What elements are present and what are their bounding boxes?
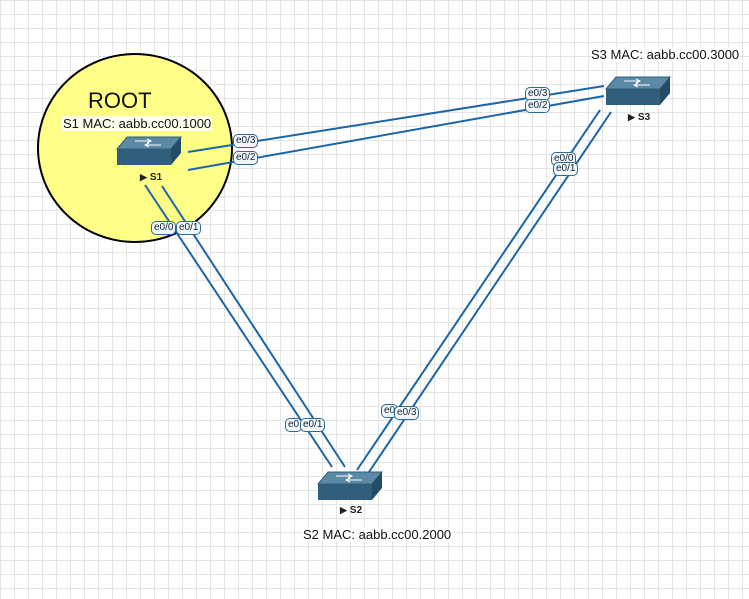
- s2-name: ▶S2: [340, 505, 363, 516]
- s3-name: ▶S3: [628, 112, 651, 123]
- s3-mac-label: S3 MAC: aabb.cc00.3000: [590, 47, 741, 62]
- play-icon: ▶: [628, 112, 635, 122]
- s2-mac-label: S2 MAC: aabb.cc00.2000: [302, 527, 453, 542]
- port-s3-e01[interactable]: e0/1: [553, 162, 579, 176]
- port-s1-e03[interactable]: e0/3: [233, 134, 259, 148]
- links: [144, 85, 612, 473]
- play-icon: ▶: [340, 505, 347, 515]
- port-s1-e02[interactable]: e0/2: [233, 151, 259, 165]
- root-label: ROOT: [88, 88, 152, 113]
- port-s2-e03[interactable]: e0/3: [394, 406, 420, 420]
- switch-s3[interactable]: [604, 76, 672, 105]
- play-icon: ▶: [140, 172, 147, 182]
- switch-s2[interactable]: [316, 471, 384, 500]
- port-s1-e01[interactable]: e0/1: [176, 221, 202, 235]
- switch-s1[interactable]: [115, 136, 183, 165]
- port-s2-e01[interactable]: e0/1: [300, 418, 326, 432]
- s1-mac-label: S1 MAC: aabb.cc00.1000: [62, 116, 213, 131]
- s1-name: ▶S1: [140, 172, 163, 183]
- port-s3-e02[interactable]: e0/2: [525, 99, 551, 113]
- port-s1-e00[interactable]: e0/0: [151, 221, 177, 235]
